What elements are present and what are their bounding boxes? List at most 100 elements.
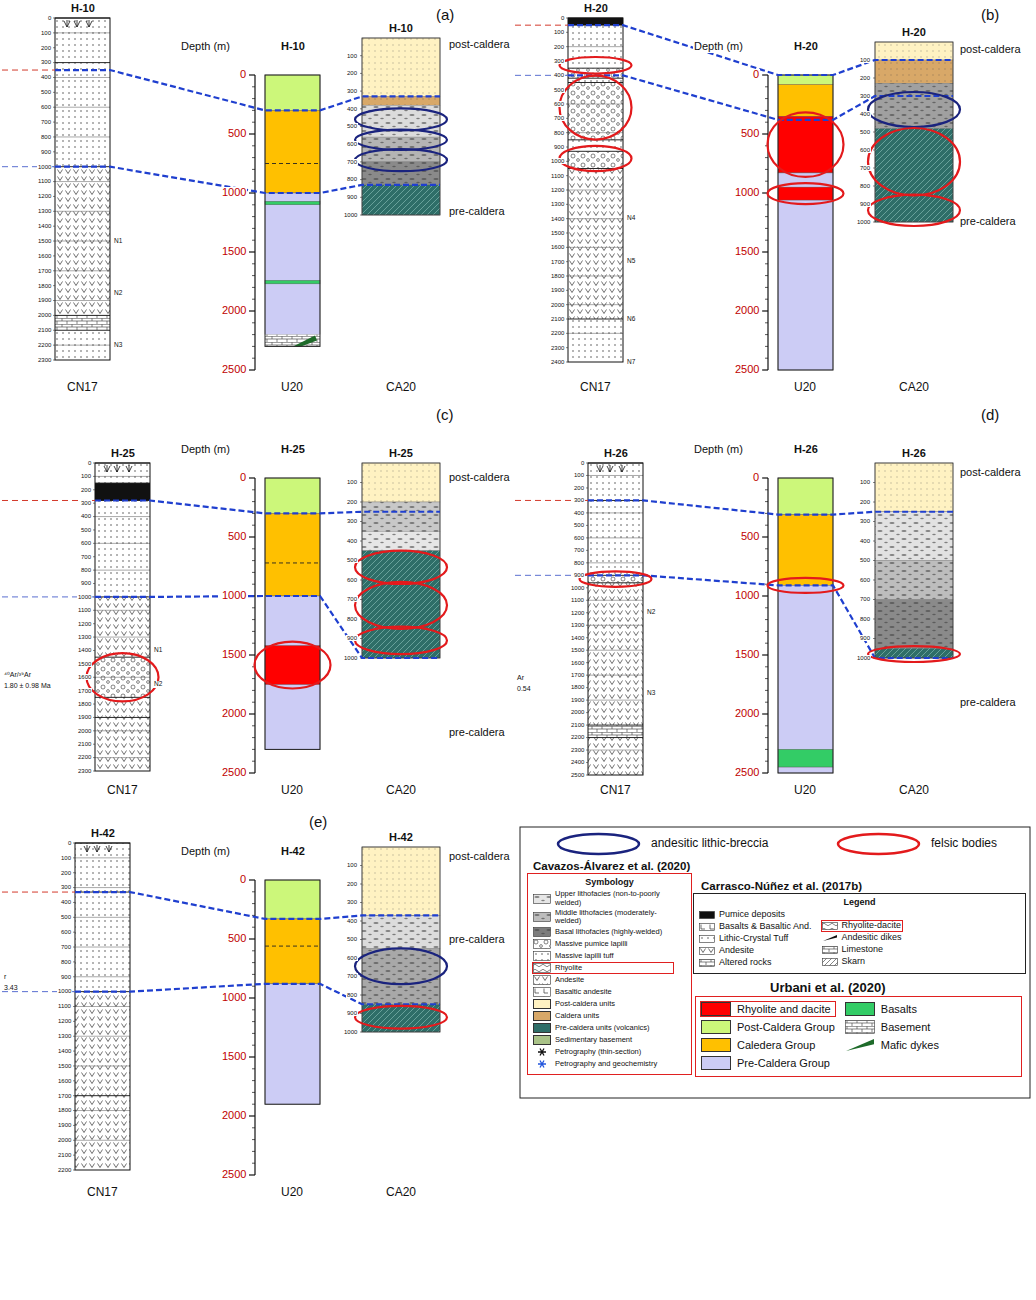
scale-tick: 200 [40,45,52,51]
unit-band [875,561,953,600]
legend-symbol [533,1059,551,1069]
scale-tick: 500 [60,914,72,920]
column-label: U20 [280,784,304,797]
scale-tick: 700 [346,973,358,979]
basement-band [265,335,320,347]
scale-tick: 400 [346,106,358,112]
felsic-ellipse [87,653,159,701]
sample-label: N4 [626,215,636,222]
unit-band [875,60,953,83]
scale-tick: 600 [346,955,358,961]
depth-tick: 2500 [221,1169,247,1181]
legend-title: Carrasco-Núñez et al. (2017b) [693,879,1026,893]
scale-tick-mark [93,476,95,477]
scale-tick-mark [586,512,588,513]
scale-tick-mark [873,186,875,187]
legend-symbol [533,939,551,949]
lithology-layer [568,151,623,168]
column-outline [265,478,320,749]
well-panel [2,463,447,773]
felsic-ellipse [768,112,844,177]
group-band [265,110,320,193]
legend-symbol [822,946,838,954]
column-outline [778,478,833,773]
depth-axis-tick [765,169,768,170]
unit-texture [875,512,953,561]
scale-tick-mark [586,525,588,526]
legend-swatch [533,1035,551,1045]
group-band [778,515,833,586]
legend-sample [700,912,715,919]
group-band [265,201,320,205]
legend-text: Massive pumice lapilli [555,940,628,948]
legend-entry: Limestone [822,945,902,955]
legend-sample-pattern [534,952,551,961]
depth-axis-tick [765,358,768,359]
scale-tick-mark [53,345,55,346]
bed-line [95,677,150,678]
bed-line [568,304,623,305]
unit-texture [362,185,440,215]
petrography-star [538,1049,546,1056]
depth-axis-tick [765,275,768,276]
well-name: H-10 [70,3,96,15]
depth-axis-tick [252,950,255,951]
depth-axis-tick [765,690,768,691]
lithology-layer [55,167,110,316]
legend-sample-pattern [534,988,551,997]
panel-letter: (c) [435,407,455,423]
column-label: CA20 [385,1186,417,1199]
legend-text: Altered rocks [719,958,772,968]
scale-tick: 1700 [570,672,585,678]
scale-tick-mark [53,360,55,361]
petrography-star [538,1061,546,1068]
felsic-ellipse [580,571,652,586]
scale-tick-mark [93,744,95,745]
depth-axis-tick [765,334,768,335]
scale-tick: 200 [346,499,358,505]
lithology-pattern [95,717,150,771]
legend-column: Upper lithofacies (non-to-poorly welded)… [533,889,673,1070]
column-outline [875,463,953,658]
scale-tick: 1600 [570,660,585,666]
depth-tick: 1500 [221,246,247,258]
scale-tick: 2100 [77,741,92,747]
depth-axis-tick [252,157,255,158]
legend-swatch [533,999,551,1009]
breccia-ellipse [355,130,447,150]
scale-tick-mark [360,91,362,92]
depth-axis-tick [762,310,768,311]
legend-entry: Post-Caldera Group [701,1020,835,1034]
scale-tick-mark [873,482,875,483]
depth-axis-tick [249,997,255,998]
legend-ellipse [838,834,919,854]
scale-tick-mark [93,637,95,638]
bed-line [75,976,130,977]
bed-line [95,476,150,477]
layer-boundary [588,582,643,583]
lithology-layer [75,992,130,1096]
legend-entry: Lithic-Crystal Tuff [699,934,812,944]
bed-line [588,650,643,651]
scale-tick: 300 [80,500,92,506]
legend-sample-pattern [822,958,837,965]
legend-symbol [836,832,921,856]
legend-symbol [845,1020,875,1034]
scale-tick: 100 [80,473,92,479]
depth-tick: 2500 [734,364,760,376]
scale-tick-mark [53,18,55,19]
scale-tick: 300 [859,93,871,99]
legend-sample [534,988,551,997]
group-band [265,513,320,596]
scale-tick-mark [586,675,588,676]
well-panel [515,463,960,775]
unit-texture [362,162,440,185]
scale-tick: 700 [346,596,358,602]
scale-tick-mark [360,108,362,109]
scale-tick: 600 [60,929,72,935]
scale-tick-mark [566,132,568,133]
scale-tick: 1100 [57,1003,72,1009]
felsic-ellipse [255,642,331,689]
lithology-layer [588,725,643,737]
